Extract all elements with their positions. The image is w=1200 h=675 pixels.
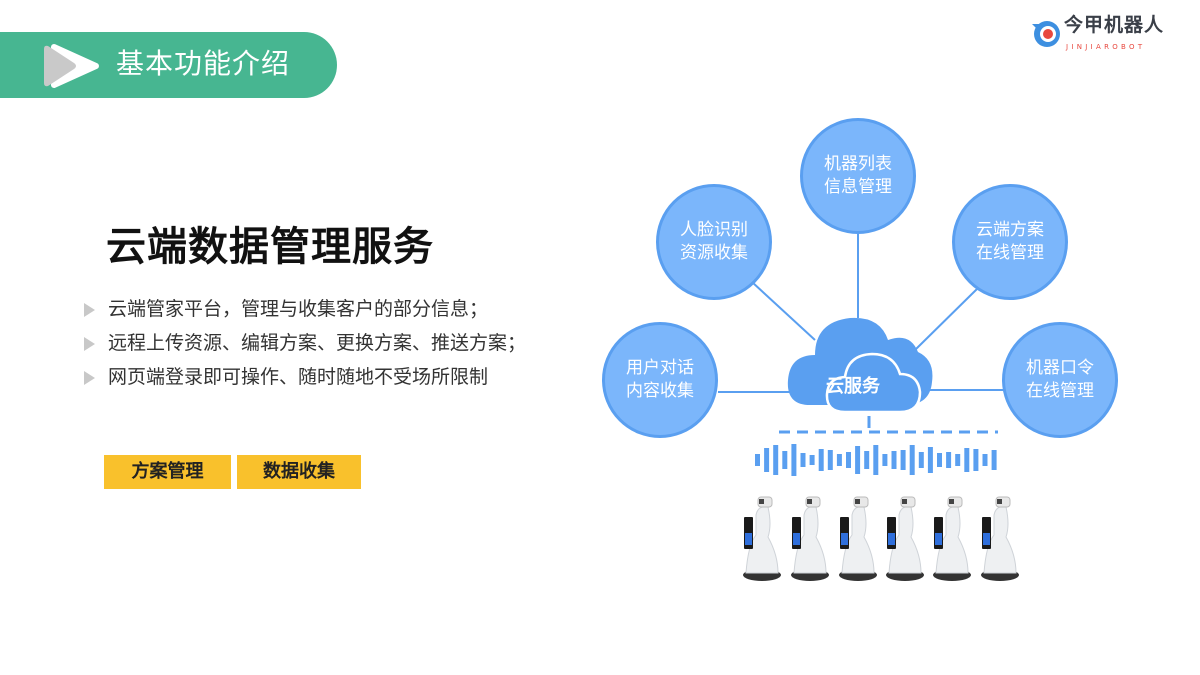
node-face-recognition: 人脸识别资源收集 — [656, 184, 772, 300]
wave-bar — [791, 444, 797, 476]
waveform-icon — [755, 444, 997, 476]
section-header: 基本功能介绍 — [0, 32, 337, 98]
wave-bar — [964, 448, 970, 472]
wave-bar — [873, 445, 879, 475]
list-item: 远程上传资源、编辑方案、更换方案、推送方案； — [84, 326, 554, 360]
bullet-icon — [84, 303, 95, 317]
wave-bar — [909, 445, 915, 475]
list-item-text: 远程上传资源、编辑方案、更换方案、推送方案； — [108, 332, 527, 354]
wave-bar — [900, 450, 906, 470]
list-item: 云端管家平台，管理与收集客户的部分信息； — [84, 292, 554, 326]
wave-bar — [809, 455, 815, 465]
node-voice-command: 机器口令在线管理 — [1002, 322, 1118, 438]
wave-bar — [982, 454, 988, 466]
node-robot-list: 机器列表信息管理 — [800, 118, 916, 234]
tag-group: 方案管理 数据收集 — [104, 455, 361, 489]
wave-bar — [855, 446, 861, 474]
cloud-icon — [787, 317, 933, 414]
wave-bar — [773, 445, 779, 475]
robot-icon — [743, 496, 781, 581]
feature-list: 云端管家平台，管理与收集客户的部分信息； 远程上传资源、编辑方案、更换方案、推送… — [84, 292, 554, 394]
robot-icon — [839, 496, 877, 581]
robot-icon — [886, 496, 924, 581]
play-icon — [44, 44, 99, 88]
wave-bar — [991, 450, 997, 470]
bullet-icon — [84, 337, 95, 351]
robot-icon — [933, 496, 971, 581]
wave-bar — [973, 449, 979, 471]
wave-bar — [882, 454, 888, 466]
logo-subtext: JINJIAROBOT — [1066, 43, 1146, 51]
robot-icon — [791, 496, 829, 581]
wave-bar — [800, 453, 806, 467]
list-item: 网页端登录即可操作、随时随地不受场所限制 — [84, 360, 554, 394]
robot-icon — [981, 496, 1019, 581]
tag-plan-management: 方案管理 — [104, 455, 231, 489]
wave-bar — [764, 448, 770, 472]
bullet-icon — [84, 371, 95, 385]
logo-text: 今甲机器人 — [1064, 14, 1165, 36]
wave-bar — [918, 452, 924, 468]
wave-bar — [836, 454, 842, 466]
cloud-service-label: 云服务 — [826, 376, 880, 397]
section-title: 基本功能介绍 — [116, 47, 291, 80]
wave-bar — [846, 452, 851, 468]
wave-bar — [864, 451, 870, 469]
connector-lines — [718, 234, 1004, 393]
node-cloud-plan: 云端方案在线管理 — [952, 184, 1068, 300]
page-title: 云端数据管理服务 — [106, 224, 434, 270]
wave-bar — [955, 454, 961, 466]
list-item-text: 网页端登录即可操作、随时随地不受场所限制 — [108, 366, 489, 388]
wave-bar — [891, 451, 897, 469]
wave-bar — [827, 450, 833, 470]
wave-bar — [782, 451, 788, 469]
wave-bar — [927, 447, 933, 473]
wave-bar — [818, 449, 824, 471]
list-item-text: 云端管家平台，管理与收集客户的部分信息； — [108, 298, 489, 320]
node-dialog-collection: 用户对话内容收集 — [602, 322, 718, 438]
wave-bar — [937, 453, 942, 467]
company-logo: 今甲机器人 JINJIAROBOT — [1030, 14, 1180, 54]
wave-bar — [755, 454, 760, 466]
logo-mark-icon — [1032, 21, 1060, 47]
wave-bar — [946, 452, 952, 468]
tag-data-collection: 数据收集 — [237, 455, 361, 489]
